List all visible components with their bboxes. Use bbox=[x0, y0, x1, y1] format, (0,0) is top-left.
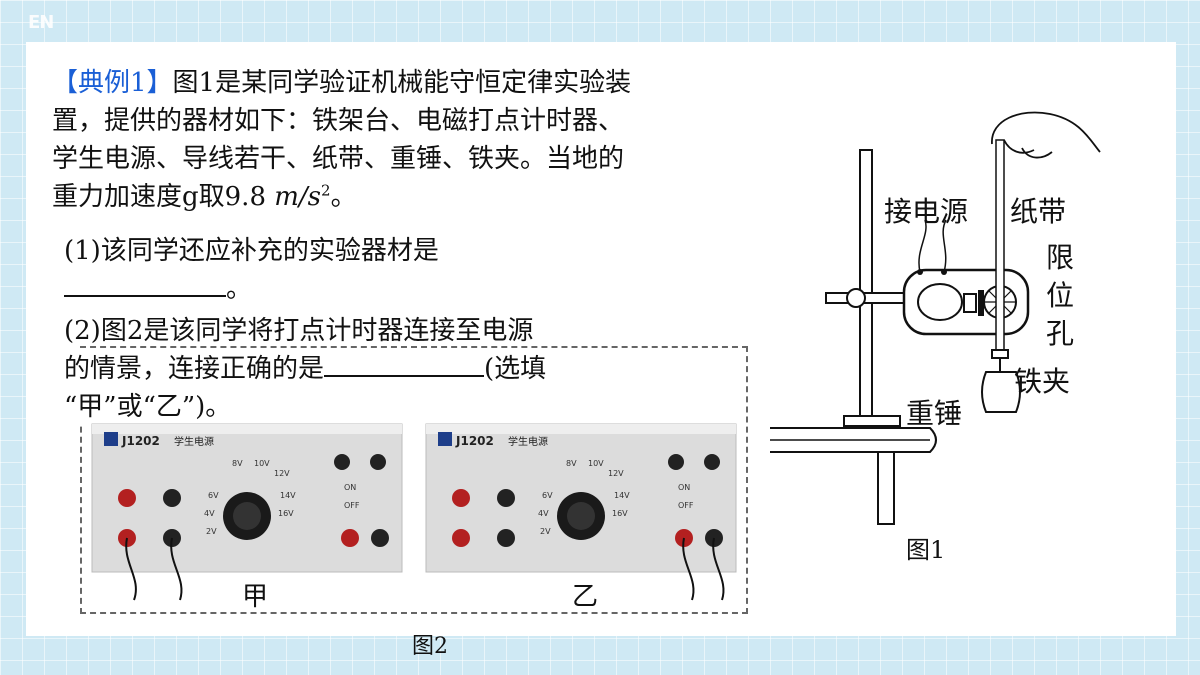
device-name-left: 学生电源 bbox=[174, 435, 214, 448]
figure2-photos: J1202 学生电源 6V 4V 2V 8V 10V 12V 14V 16V O… bbox=[91, 423, 737, 601]
device-model-right: J1202 bbox=[455, 434, 494, 448]
part2-answer-blank[interactable] bbox=[324, 351, 485, 377]
gravity-unit-exponent: 2 bbox=[321, 181, 331, 200]
figure2-frame: J1202 学生电源 6V 4V 2V 8V 10V 12V 14V 16V O… bbox=[80, 346, 748, 614]
question-line-1: 【典例1】图1是某同学验证机械能守恒定律实验装 bbox=[52, 62, 631, 99]
label-limit-hole-3: 孔 bbox=[1046, 317, 1075, 350]
device-name-right: 学生电源 bbox=[508, 435, 548, 448]
voltage-right-2v: 2V bbox=[540, 527, 551, 536]
figure2-caption: 图2 bbox=[412, 634, 448, 659]
voltage-right-8v: 8V bbox=[566, 459, 577, 468]
en-logo: EN bbox=[28, 12, 54, 33]
part1-answer-blank[interactable] bbox=[64, 271, 226, 297]
power-supply-left: J1202 学生电源 6V 4V 2V 8V 10V 12V 14V 16V O… bbox=[91, 423, 403, 601]
label-iron-clamp: 铁夹 bbox=[1014, 365, 1071, 398]
voltage-left-16v: 16V bbox=[278, 509, 294, 518]
part2-line-2: 的情景，连接正确的是 (选填 bbox=[64, 348, 551, 385]
label-connect-power: 接电源 bbox=[884, 195, 969, 228]
power-supply-right: J1202 学生电源 6V 4V 2V 8V 10V 12V 14V 16V O… bbox=[425, 423, 737, 601]
figure1-caption: 图1 bbox=[906, 536, 946, 564]
voltage-left-4v: 4V bbox=[204, 509, 215, 518]
example-tag: 【典例1】 bbox=[52, 68, 173, 98]
voltage-right-6v: 6V bbox=[542, 491, 553, 500]
voltage-left-2v: 2V bbox=[206, 527, 217, 536]
part2-line-2-text: 的情景，连接正确的是 bbox=[64, 354, 325, 384]
label-limit-hole-1: 限 bbox=[1046, 241, 1075, 274]
part1-line-1: (1)该同学还应补充的实验器材是 bbox=[64, 236, 439, 266]
voltage-right-12v: 12V bbox=[608, 469, 624, 478]
question-line-2: 置，提供的器材如下：铁架台、电磁打点计时器、 bbox=[52, 106, 625, 136]
question-line-4: 重力加速度g取9.8 m/s2。 bbox=[52, 176, 357, 213]
device-model-left: J1202 bbox=[121, 434, 160, 448]
switch-on-left: ON bbox=[344, 483, 356, 492]
part1-answer-line: 。 bbox=[64, 268, 252, 305]
voltage-left-14v: 14V bbox=[280, 491, 296, 500]
part2-line-3: “甲”或“乙”)。 bbox=[64, 386, 236, 423]
panel-label-yi: 乙 bbox=[572, 582, 599, 612]
voltage-left-12v: 12V bbox=[274, 469, 290, 478]
panel-label-jia: 甲 bbox=[242, 582, 269, 612]
gravity-end: 。 bbox=[330, 182, 357, 212]
label-paper-tape: 纸带 bbox=[1010, 195, 1067, 228]
voltage-left-8v: 8V bbox=[232, 459, 243, 468]
part1-end: 。 bbox=[226, 274, 253, 304]
voltage-right-16v: 16V bbox=[612, 509, 628, 518]
part2-line-2-post: (选填 bbox=[484, 354, 547, 384]
gravity-text: 重力加速度g取9.8 bbox=[52, 182, 275, 212]
switch-on-right: ON bbox=[678, 483, 690, 492]
voltage-right-4v: 4V bbox=[538, 509, 549, 518]
switch-off-right: OFF bbox=[678, 501, 694, 510]
label-heavy-weight: 重锤 bbox=[906, 397, 963, 430]
voltage-right-14v: 14V bbox=[614, 491, 630, 500]
question-line-3: 学生电源、导线若干、纸带、重锤、铁夹。当地的 bbox=[52, 144, 625, 174]
switch-off-left: OFF bbox=[344, 501, 360, 510]
voltage-left-10v: 10V bbox=[254, 459, 270, 468]
gravity-unit: m/s bbox=[274, 182, 322, 212]
part2-line-1: (2)图2是该同学将打点计时器连接至电源 bbox=[64, 316, 534, 346]
question-line-1-text: 图1是某同学验证机械能守恒定律实验装 bbox=[172, 68, 632, 98]
voltage-left-6v: 6V bbox=[208, 491, 219, 500]
label-limit-hole-2: 位 bbox=[1046, 279, 1075, 312]
voltage-right-10v: 10V bbox=[588, 459, 604, 468]
figure1-apparatus bbox=[770, 111, 1101, 525]
